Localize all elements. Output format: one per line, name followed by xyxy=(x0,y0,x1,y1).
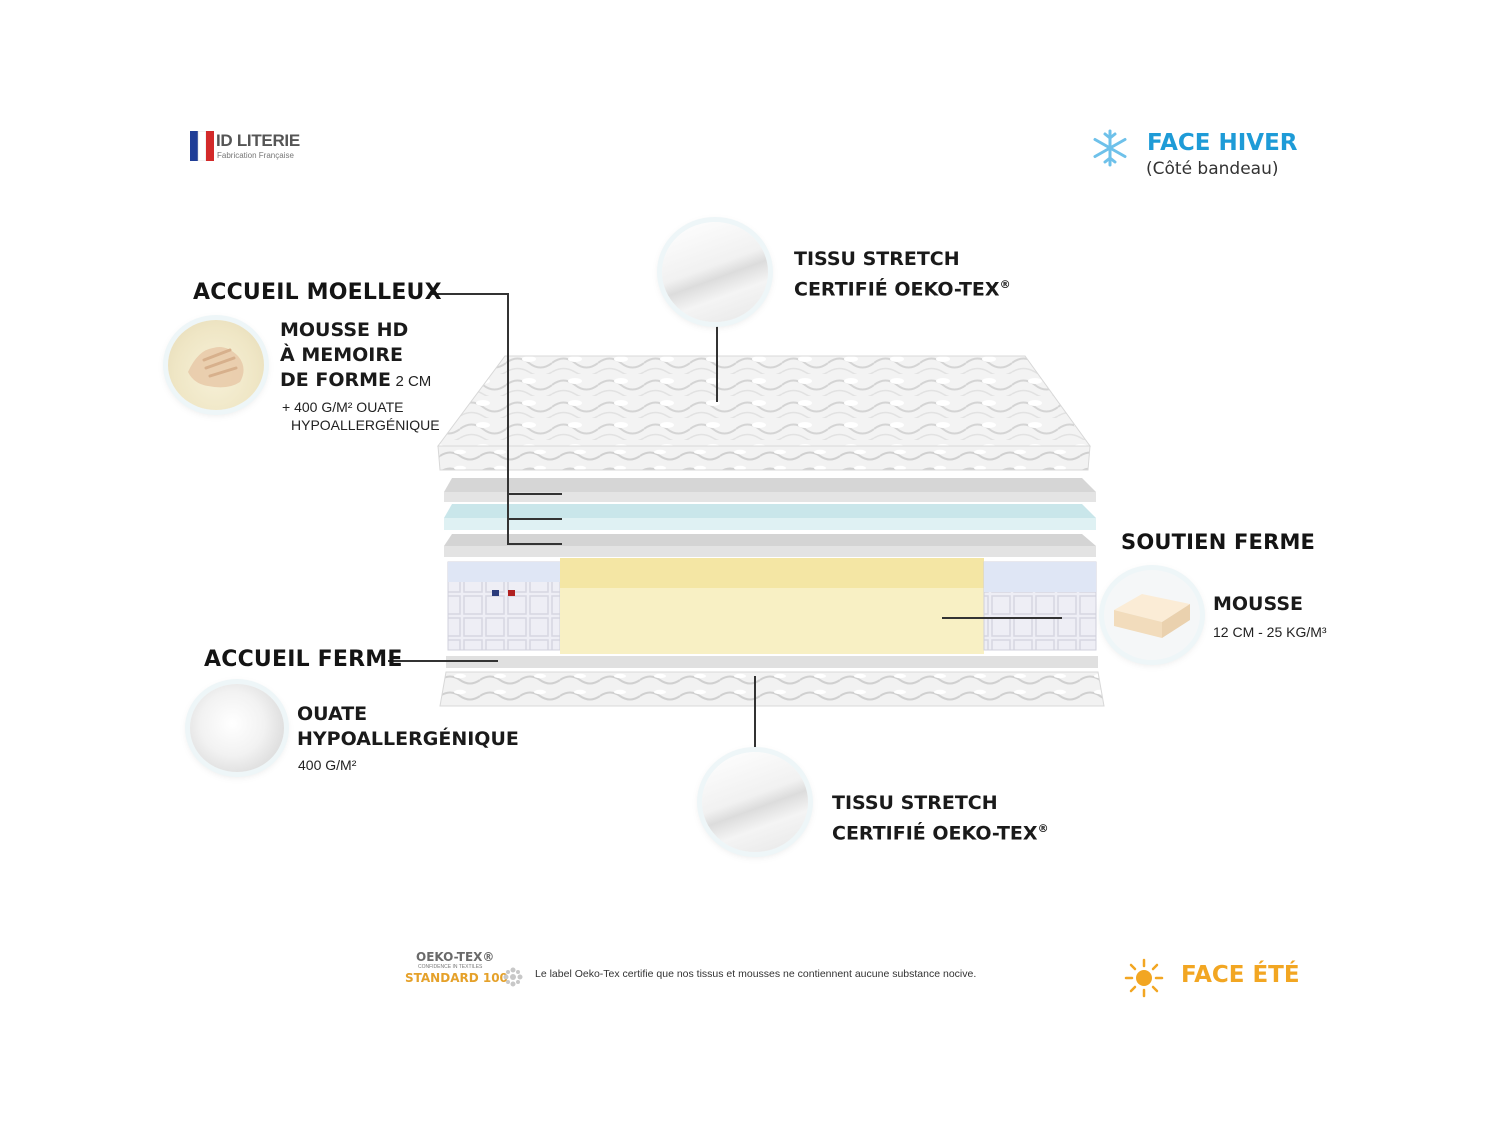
grey-layer-top xyxy=(444,478,1096,492)
face-ete-title: FACE ÉTÉ xyxy=(1181,962,1300,988)
bottom-fabric-swatch xyxy=(702,752,808,852)
connector-soutien xyxy=(942,617,1062,619)
accueil-moelleux-title: ACCUEIL MOELLEUX xyxy=(193,280,442,305)
connector-bottom-fabric xyxy=(754,676,756,748)
connector-accueil-moelleux-v xyxy=(507,293,509,544)
bottom-fabric-line1: TISSU STRETCH xyxy=(832,792,998,814)
top-fabric-line2-text: CERTIFIÉ OEKO-TEX xyxy=(794,278,1000,301)
face-hiver-subtitle: (Côté bandeau) xyxy=(1146,159,1279,179)
bottom-quilted-panel xyxy=(439,671,1105,707)
accueil-moelleux-line3-row: DE FORME 2 CM xyxy=(280,368,431,393)
soutien-ferme-spec: 12 CM - 25 KG/M³ xyxy=(1213,624,1327,640)
sun-icon xyxy=(1124,958,1164,998)
connector-top-fabric xyxy=(716,322,718,402)
brand-name: ID LITERIE xyxy=(216,131,300,150)
brand-logo: ID LITERIE Fabrication Française xyxy=(190,131,310,163)
bottom-fabric-mark: ® xyxy=(1037,822,1049,835)
face-hiver-title: FACE HIVER xyxy=(1147,130,1298,156)
memory-foam-swatch xyxy=(168,320,264,410)
accueil-moelleux-extra1: + 400 G/M² OUATE xyxy=(282,399,404,415)
connector-accueil-moelleux-h xyxy=(430,293,508,295)
french-flag-logo-icon xyxy=(190,131,214,161)
connector-accueil-ferme xyxy=(388,660,498,662)
bottom-fabric-line2-text: CERTIFIÉ OEKO-TEX xyxy=(832,822,1038,845)
oeko-tex-logo: OEKO-TEX® CONFIDENCE IN TEXTILES STANDAR… xyxy=(404,950,528,990)
grey-layer-bottom xyxy=(446,656,1098,668)
accueil-moelleux-line1: MOUSSE HD xyxy=(280,319,409,341)
bottom-fabric-line2: CERTIFIÉ OEKO-TEX® xyxy=(832,816,1049,846)
oeko-tex-note: Le label Oeko-Tex certifie que nos tissu… xyxy=(535,968,977,980)
accueil-ferme-line1: OUATE xyxy=(297,703,368,725)
oeko-tex-logo-title: OEKO-TEX® xyxy=(416,950,495,964)
accueil-moelleux-extra2: HYPOALLERGÉNIQUE xyxy=(291,417,440,433)
accueil-ferme-line2: HYPOALLERGÉNIQUE xyxy=(297,728,519,750)
accueil-moelleux-thickness: 2 CM xyxy=(395,373,432,390)
accueil-ferme-title: ACCUEIL FERME xyxy=(204,647,403,672)
soutien-ferme-title: SOUTIEN FERME xyxy=(1121,530,1316,554)
top-fabric-swatch xyxy=(662,222,768,322)
memory-foam-layer xyxy=(444,504,1096,518)
top-quilted-panel xyxy=(437,355,1091,447)
cotton-wadding-swatch xyxy=(190,684,284,772)
soutien-ferme-material: MOUSSE xyxy=(1213,593,1303,615)
grey-layer-middle xyxy=(444,534,1096,546)
top-fabric-line1: TISSU STRETCH xyxy=(794,248,960,270)
accueil-moelleux-line2: À MEMOIRE xyxy=(280,344,403,366)
connector-layer-2 xyxy=(507,518,562,520)
accueil-ferme-spec: 400 G/M² xyxy=(298,757,357,773)
oeko-tex-flower-icon xyxy=(503,967,523,987)
accueil-moelleux-line3: DE FORME xyxy=(280,369,392,391)
connector-layer-1 xyxy=(507,493,562,495)
oeko-tex-logo-standard: STANDARD 100 xyxy=(405,971,508,985)
top-fabric-line2: CERTIFIÉ OEKO-TEX® xyxy=(794,272,1011,302)
foam-block-swatch xyxy=(1104,570,1200,660)
oeko-tex-logo-sub: CONFIDENCE IN TEXTILES xyxy=(418,964,483,970)
brand-tagline: Fabrication Française xyxy=(217,151,294,160)
snowflake-icon xyxy=(1093,129,1127,167)
connector-layer-3 xyxy=(507,543,562,545)
hand-print-icon xyxy=(188,347,244,388)
foam-block-icon xyxy=(1114,594,1190,638)
top-fabric-mark: ® xyxy=(999,278,1011,291)
